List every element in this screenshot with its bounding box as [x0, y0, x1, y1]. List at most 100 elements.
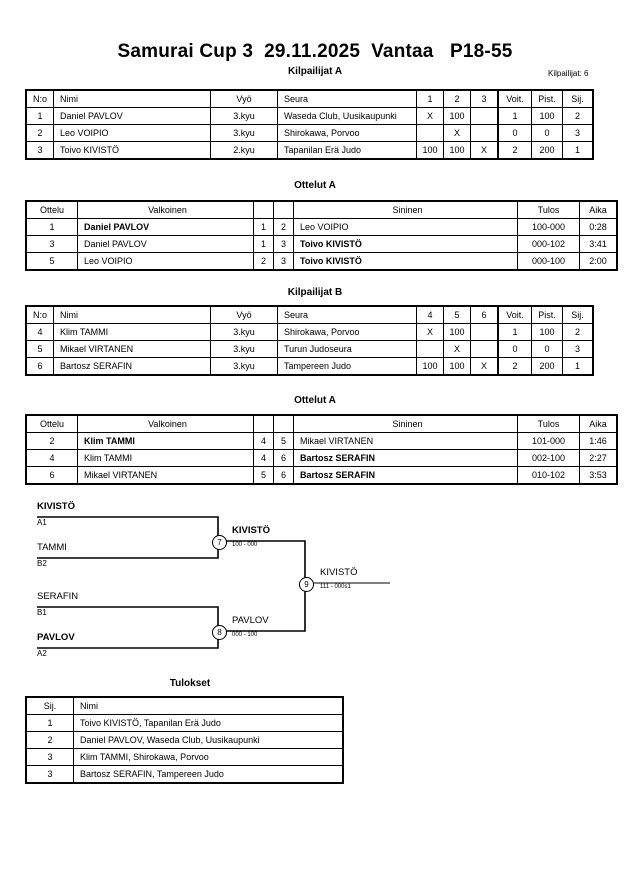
table-row: 2 Daniel PAVLOV, Waseda Club, Uusikaupun…	[25, 731, 344, 749]
col-match-no: Ottelu	[25, 200, 78, 219]
cell-m3	[470, 107, 499, 125]
page-title: Samurai Cup 3 29.11.2025 Vantaa P18-55	[117, 41, 513, 62]
col-no: N:o	[25, 305, 54, 324]
cell-n1: 2	[253, 252, 274, 271]
cell-wins: 1	[497, 323, 532, 341]
cell-name: Bartosz SERAFIN	[53, 357, 211, 376]
cell-match-no: 1	[25, 218, 78, 236]
cell-rank: 3	[25, 765, 74, 784]
col-m5: 5	[443, 305, 471, 324]
col-belt: Vyö	[210, 89, 278, 108]
table-row: 6 Bartosz SERAFIN 3.kyu Tampereen Judo 1…	[25, 357, 594, 376]
cell-rank: 2	[25, 731, 74, 749]
col-m4: 4	[416, 305, 444, 324]
cell-n2: 3	[273, 252, 294, 271]
cell-n2: 6	[273, 449, 294, 467]
cell-wins: 2	[497, 141, 532, 160]
cell-m5: 100	[443, 357, 471, 376]
cell-wins: 2	[497, 357, 532, 376]
table-row: 1 Daniel PAVLOV 3.kyu Waseda Club, Uusik…	[25, 107, 594, 125]
col-time: Aika	[579, 200, 618, 219]
results-table: Sij. Nimi 1 Toivo KIVISTÖ, Tapanilan Erä…	[25, 696, 344, 784]
cell-m2: 100	[443, 141, 471, 160]
cell-rank: 1	[562, 357, 594, 376]
cell-m2: 100	[443, 107, 471, 125]
cell-white: Daniel PAVLOV	[77, 235, 254, 253]
cell-m4	[416, 340, 444, 358]
table-row: 3 Bartosz SERAFIN, Tampereen Judo	[25, 765, 344, 784]
col-club: Seura	[277, 305, 417, 324]
tournament-bracket: KIVISTÖ A1 TAMMI B2 SERAFIN B1 PAVLOV A2…	[0, 495, 630, 675]
cell-name: Klim TAMMI	[53, 323, 211, 341]
table-row: 3 Toivo KIVISTÖ 2.kyu Tapanilan Erä Judo…	[25, 141, 594, 160]
col-rank: Sij.	[25, 696, 74, 715]
results-heading: Tulokset	[169, 678, 211, 689]
cell-result: 002-100	[517, 449, 580, 467]
cell-m1	[416, 124, 444, 142]
cell-no: 3	[25, 141, 54, 160]
cell-points: 200	[531, 141, 563, 160]
col-blue: Sininen	[293, 414, 518, 433]
col-m1: 1	[416, 89, 444, 108]
matches-b-heading: Ottelut A	[294, 395, 336, 406]
bracket-final-score: 111 - 000s1	[320, 584, 351, 590]
table-row: 5 Mikael VIRTANEN 3.kyu Turun Judoseura …	[25, 340, 594, 358]
col-n2	[273, 200, 294, 219]
cell-rank: 3	[25, 748, 74, 766]
bracket-winner-name: KIVISTÖ	[232, 525, 271, 536]
pool-a-heading: Kilpailijat A	[287, 66, 343, 77]
cell-no: 1	[25, 107, 54, 125]
cell-result: 000-100	[517, 252, 580, 271]
cell-club: Tapanilan Erä Judo	[277, 141, 417, 160]
bracket-match-score: 000 - 100	[232, 632, 258, 638]
competitor-count-label: Kilpailijat: 6	[548, 69, 589, 78]
bracket-champion-name: KIVISTÖ	[320, 567, 358, 578]
col-n2	[273, 414, 294, 433]
cell-time: 1:46	[579, 432, 618, 450]
cell-time: 2:00	[579, 252, 618, 271]
cell-rank: 3	[562, 340, 594, 358]
cell-rank: 2	[562, 323, 594, 341]
cell-match-no: 2	[25, 432, 78, 450]
cell-points: 100	[531, 107, 563, 125]
col-m3: 3	[470, 89, 499, 108]
cell-match-no: 6	[25, 466, 78, 485]
cell-m2: X	[443, 124, 471, 142]
cell-belt: 3.kyu	[210, 323, 278, 341]
bracket-match-score: 100 - 000	[232, 542, 258, 548]
cell-white: Klim TAMMI	[77, 432, 254, 450]
cell-m3: X	[470, 141, 499, 160]
cell-no: 6	[25, 357, 54, 376]
bracket-entry-name: KIVISTÖ	[37, 501, 76, 512]
bracket-winner-name: PAVLOV	[232, 615, 269, 626]
table-row: 3 Klim TAMMI, Shirokawa, Porvoo	[25, 748, 344, 766]
cell-belt: 3.kyu	[210, 340, 278, 358]
table-row: 4 Klim TAMMI 4 6 Bartosz SERAFIN 002-100…	[25, 449, 618, 467]
cell-name: Leo VOIPIO	[53, 124, 211, 142]
col-name: Nimi	[73, 696, 344, 715]
bracket-match-number: 7	[212, 535, 227, 550]
bracket-entry-name: SERAFIN	[37, 591, 79, 602]
col-white: Valkoinen	[77, 200, 254, 219]
cell-time: 0:28	[579, 218, 618, 236]
bracket-entry-seed: B2	[37, 559, 47, 568]
col-name: Nimi	[53, 89, 211, 108]
table-row: 2 Leo VOIPIO 3.kyu Shirokawa, Porvoo X 0…	[25, 124, 594, 142]
col-rank: Sij.	[562, 89, 594, 108]
table-row: 3 Daniel PAVLOV 1 3 Toivo KIVISTÖ 000-10…	[25, 235, 618, 253]
cell-club: Tampereen Judo	[277, 357, 417, 376]
cell-name: Klim TAMMI, Shirokawa, Porvoo	[73, 748, 344, 766]
col-white: Valkoinen	[77, 414, 254, 433]
cell-n2: 6	[273, 466, 294, 485]
col-m6: 6	[470, 305, 499, 324]
cell-name: Bartosz SERAFIN, Tampereen Judo	[73, 765, 344, 784]
cell-m4: X	[416, 323, 444, 341]
cell-belt: 2.kyu	[210, 141, 278, 160]
cell-name: Mikael VIRTANEN	[53, 340, 211, 358]
cell-rank: 1	[25, 714, 74, 732]
cell-n1: 4	[253, 449, 274, 467]
cell-wins: 0	[497, 340, 532, 358]
col-wins: Voit.	[497, 305, 532, 324]
col-no: N:o	[25, 89, 54, 108]
bracket-entry-seed: B1	[37, 608, 47, 617]
